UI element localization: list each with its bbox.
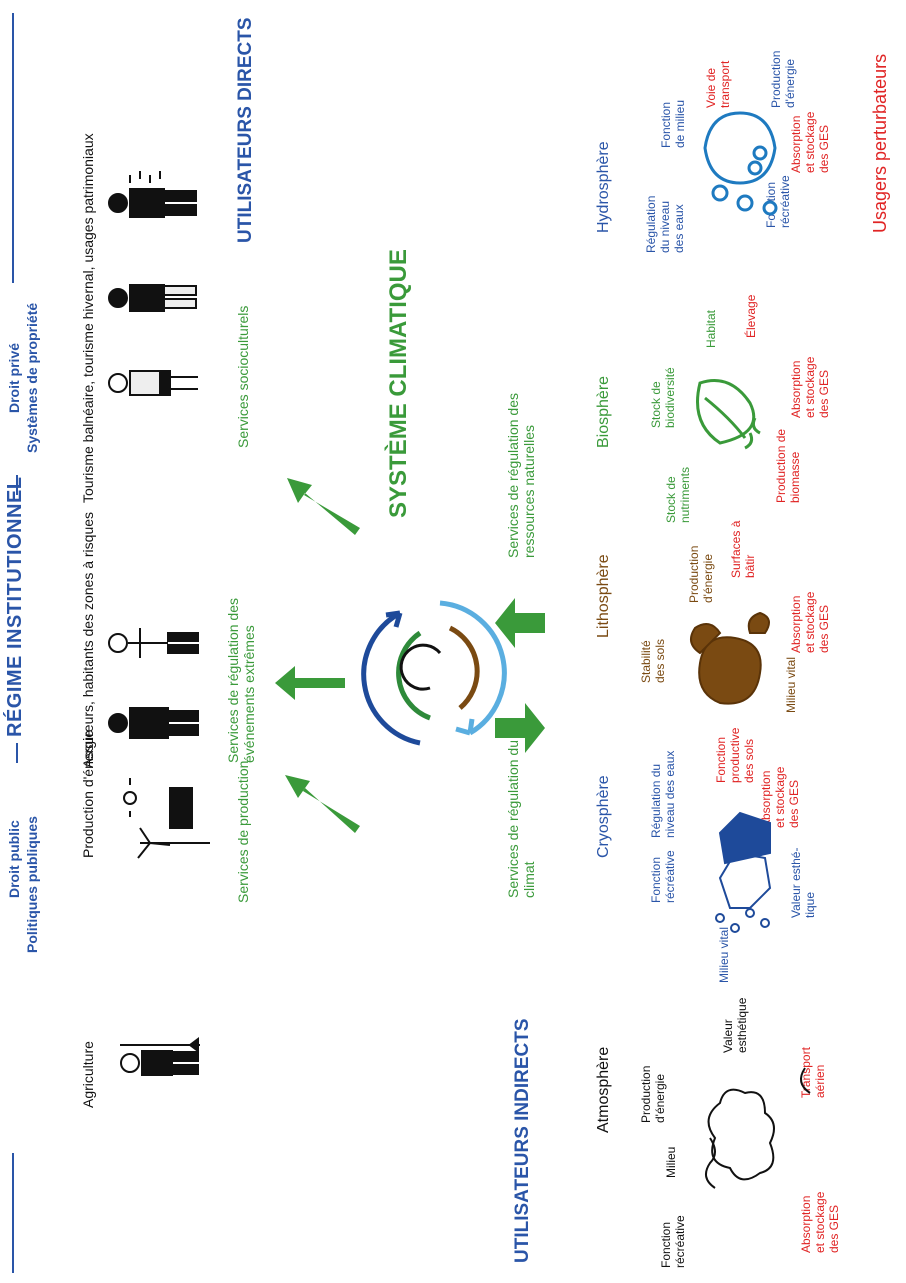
atmosphere-cloud-icon [705, 1067, 811, 1189]
cryosphere-ice-icon [715, 811, 772, 933]
lithosphere-rocks-icon [690, 611, 770, 705]
service-arrows [275, 478, 545, 833]
hydrosphere-drops-icon [703, 111, 778, 216]
tourist-figures [108, 171, 198, 396]
energy-figure [123, 778, 210, 859]
insurer-figure-1 [108, 707, 199, 739]
climate-cycle [361, 600, 507, 746]
insurer-figure-2 [108, 628, 199, 658]
biosphere-leaf-icon [696, 379, 761, 450]
farmer-figure [120, 1037, 200, 1076]
